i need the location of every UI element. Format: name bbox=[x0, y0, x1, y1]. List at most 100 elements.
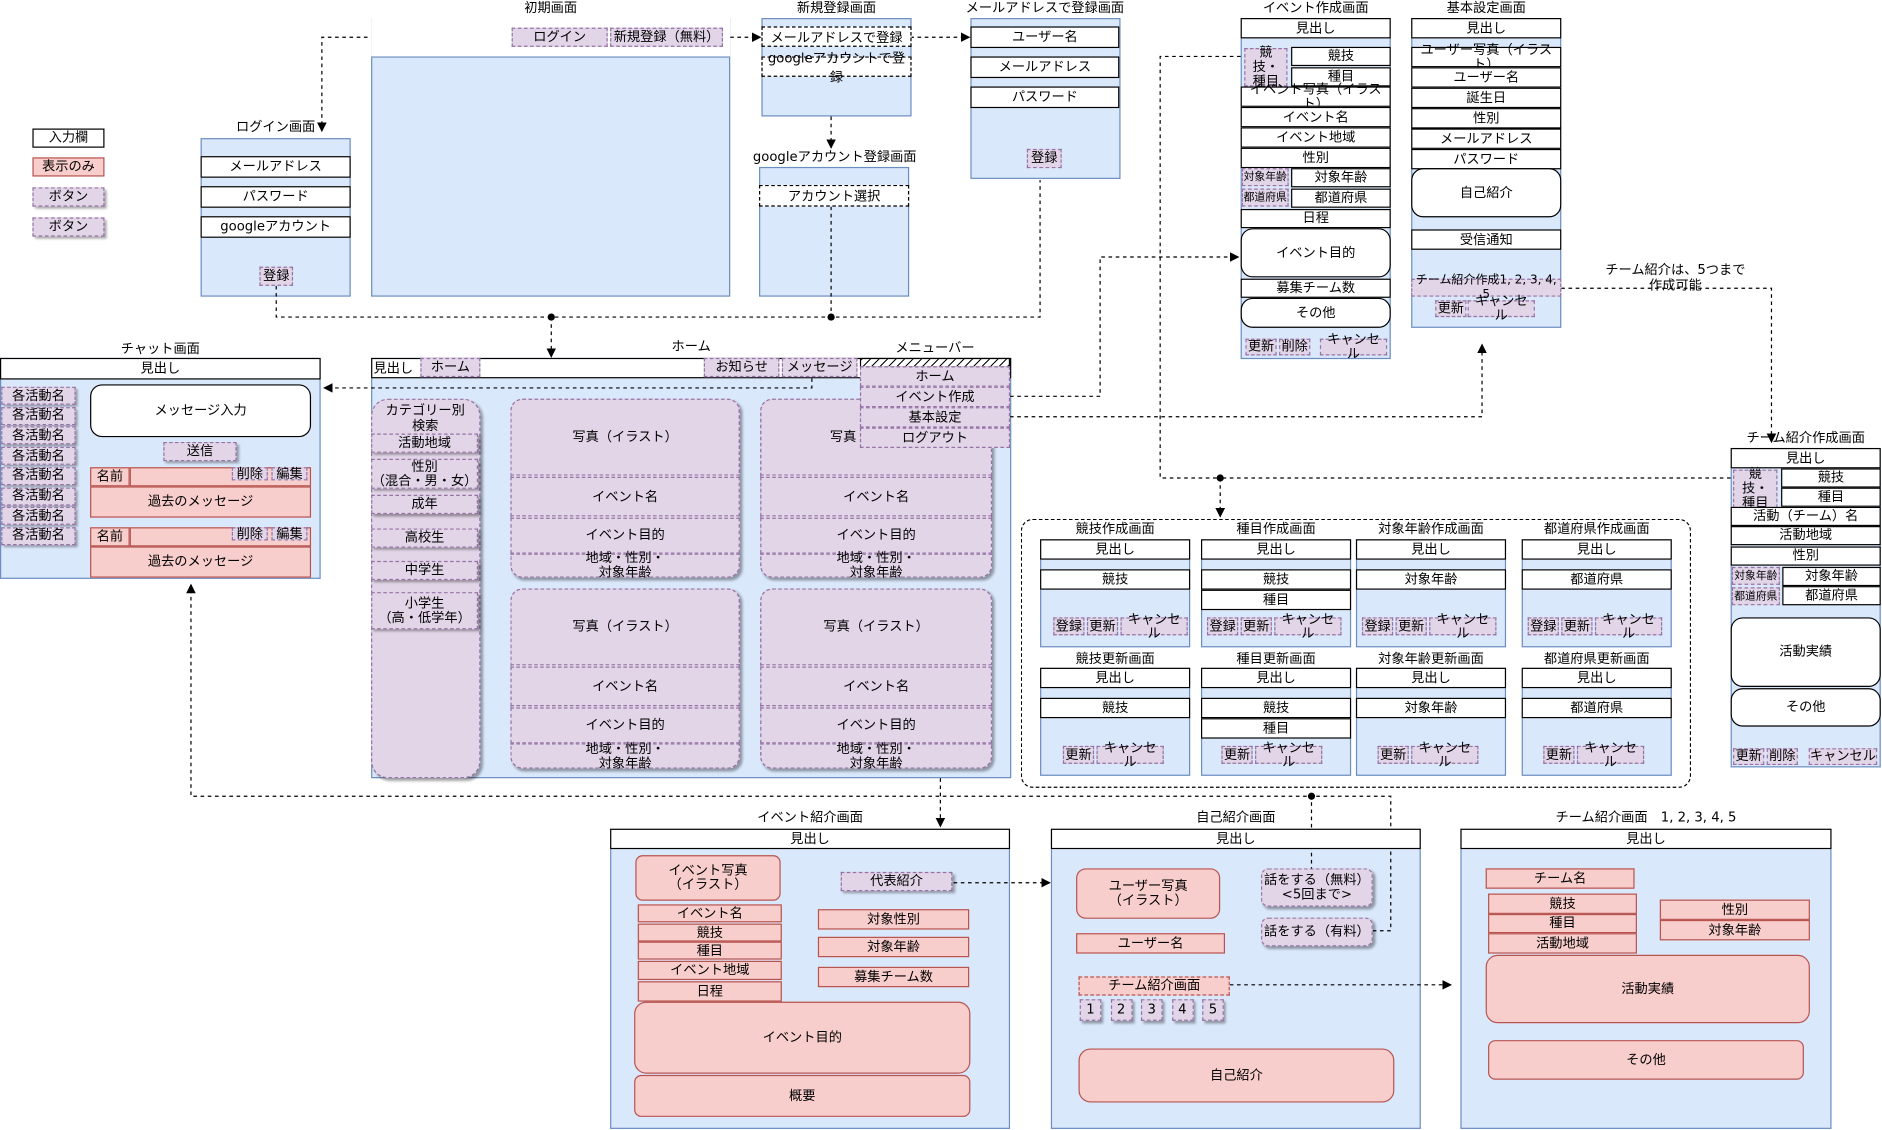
activity-item[interactable]: 各活動名 bbox=[1, 406, 76, 425]
user-photo-field[interactable]: ユーザー写真（イラスト） bbox=[1411, 42, 1562, 71]
password-field[interactable]: パスワード bbox=[970, 86, 1120, 109]
delete-button[interactable]: 削除 bbox=[231, 526, 268, 541]
cancel-button[interactable]: キャンセル bbox=[1120, 611, 1188, 640]
middleschool-filter[interactable]: 中学生 bbox=[371, 560, 478, 581]
cancel-button[interactable]: キャンセル bbox=[1411, 740, 1479, 769]
sport-field[interactable]: 競技 bbox=[1201, 697, 1352, 719]
gender-field[interactable]: 性別 bbox=[1730, 546, 1881, 566]
delete-button[interactable]: 削除 bbox=[1279, 338, 1311, 356]
update-button[interactable]: 更新 bbox=[1395, 617, 1427, 636]
send-button[interactable]: 送信 bbox=[163, 441, 237, 462]
cancel-button[interactable]: キャンセル bbox=[1467, 294, 1535, 322]
heading-field[interactable]: 見出し bbox=[1040, 539, 1191, 560]
cancel-button[interactable]: キャンセル bbox=[1594, 611, 1663, 640]
message-button[interactable]: メッセージ bbox=[781, 357, 858, 378]
record-field[interactable]: 活動実績 bbox=[1730, 617, 1881, 687]
cancel-button[interactable]: キャンセル bbox=[1576, 740, 1645, 769]
pref-button[interactable]: 都道府県 bbox=[1731, 587, 1780, 606]
cancel-button[interactable]: キャンセル bbox=[1274, 611, 1342, 640]
pref-field[interactable]: 都道府県 bbox=[1521, 697, 1672, 719]
message-input[interactable]: メッセージ入力 bbox=[90, 384, 312, 438]
type-field[interactable]: 種目 bbox=[1291, 67, 1391, 87]
register-button[interactable]: 登録 bbox=[1527, 617, 1559, 636]
age-field[interactable]: 対象年齢 bbox=[1355, 569, 1507, 590]
event-photo-field[interactable]: イベント写真（イラスト） bbox=[1240, 82, 1391, 110]
register-button[interactable]: 登録 bbox=[1053, 617, 1085, 636]
heading-field[interactable]: 見出し bbox=[1521, 539, 1672, 560]
password-field[interactable]: パスワード bbox=[200, 186, 351, 208]
activity-item[interactable]: 各活動名 bbox=[1, 527, 76, 546]
password-field[interactable]: パスワード bbox=[1411, 148, 1562, 170]
age-button[interactable]: 対象年齢 bbox=[1241, 168, 1289, 187]
elementary-filter[interactable]: 小学生 （高・低学年） bbox=[371, 592, 478, 630]
date-field[interactable]: 日程 bbox=[1240, 208, 1391, 229]
team-number-button[interactable]: 5 bbox=[1202, 999, 1224, 1021]
sport-type-button[interactable]: 競技・種目 bbox=[1733, 467, 1778, 510]
heading-field[interactable]: 見出し bbox=[1521, 667, 1672, 689]
update-button[interactable]: 更新 bbox=[1543, 745, 1575, 764]
sport-type-button[interactable]: 競技・種目 bbox=[1244, 45, 1288, 88]
activity-item[interactable]: 各活動名 bbox=[1, 466, 76, 485]
register-button[interactable]: 登録 bbox=[1361, 617, 1394, 636]
cancel-button[interactable]: キャンセル bbox=[1429, 611, 1497, 640]
register-button[interactable]: 登録 bbox=[1026, 148, 1062, 169]
highschool-filter[interactable]: 高校生 bbox=[371, 528, 478, 548]
other-field[interactable]: その他 bbox=[1730, 688, 1881, 727]
other-field[interactable]: その他 bbox=[1240, 297, 1391, 328]
sport-field[interactable]: 競技 bbox=[1781, 468, 1881, 488]
email-field[interactable]: メールアドレス bbox=[970, 56, 1120, 79]
update-button[interactable]: 更新 bbox=[1435, 300, 1467, 318]
update-button[interactable]: 更新 bbox=[1245, 338, 1277, 356]
age-field[interactable]: 対象年齢 bbox=[1782, 566, 1881, 587]
google-account-field[interactable]: googleアカウント bbox=[200, 216, 351, 238]
google-signup-button[interactable]: googleアカウントで登録 bbox=[761, 50, 912, 85]
gender-field[interactable]: 性別 bbox=[1240, 147, 1391, 169]
pref-field[interactable]: 都道府県 bbox=[1782, 586, 1881, 606]
pref-button[interactable]: 都道府県 bbox=[1241, 188, 1289, 207]
edit-button[interactable]: 編集 bbox=[271, 526, 308, 541]
type-field[interactable]: 種目 bbox=[1201, 718, 1352, 739]
update-button[interactable]: 更新 bbox=[1221, 745, 1253, 764]
delete-button[interactable]: 削除 bbox=[231, 466, 268, 481]
login-button[interactable]: ログイン bbox=[511, 27, 608, 47]
self-intro-field[interactable]: 自己紹介 bbox=[1411, 168, 1562, 218]
team-number-button[interactable]: 2 bbox=[1110, 999, 1132, 1021]
heading-field[interactable]: 見出し bbox=[1240, 18, 1391, 39]
cancel-button[interactable]: キャンセル bbox=[1808, 748, 1878, 766]
register-button[interactable]: 登録 bbox=[1207, 617, 1239, 636]
cancel-button[interactable]: キャンセル bbox=[1096, 740, 1164, 769]
delete-button[interactable]: 削除 bbox=[1766, 748, 1798, 766]
sport-field[interactable]: 競技 bbox=[1040, 569, 1191, 590]
event-purpose-field[interactable]: イベント目的 bbox=[1240, 228, 1391, 278]
heading-field[interactable]: 見出し bbox=[0, 357, 321, 380]
update-button[interactable]: 更新 bbox=[1733, 748, 1765, 766]
update-button[interactable]: 更新 bbox=[1240, 617, 1272, 636]
menu-item-event-create[interactable]: イベント作成 bbox=[859, 386, 1011, 408]
email-field[interactable]: メールアドレス bbox=[200, 156, 351, 178]
cancel-button[interactable]: キャンセル bbox=[1319, 332, 1388, 361]
username-field[interactable]: ユーザー名 bbox=[1411, 67, 1562, 88]
gender-field[interactable]: 性別 bbox=[1411, 108, 1562, 129]
signup-button[interactable]: 新規登録（無料） bbox=[610, 27, 724, 47]
heading-field[interactable]: 見出し bbox=[1355, 667, 1507, 689]
team-number-button[interactable]: 3 bbox=[1140, 999, 1163, 1021]
activity-item[interactable]: 各活動名 bbox=[1, 507, 76, 526]
age-field[interactable]: 対象年齢 bbox=[1291, 168, 1391, 188]
birthday-field[interactable]: 誕生日 bbox=[1411, 87, 1562, 109]
sport-field[interactable]: 競技 bbox=[1040, 697, 1191, 719]
sport-field[interactable]: 競技 bbox=[1291, 46, 1391, 67]
type-field[interactable]: 種目 bbox=[1201, 589, 1352, 611]
activity-area-field[interactable]: 活動地域 bbox=[1730, 526, 1881, 546]
activity-item[interactable]: 各活動名 bbox=[1, 426, 76, 445]
type-field[interactable]: 種目 bbox=[1781, 487, 1881, 507]
heading-field[interactable]: 見出し bbox=[1411, 18, 1562, 39]
email-signup-button[interactable]: メールアドレスで登録 bbox=[761, 26, 912, 47]
heading-field[interactable]: 見出し bbox=[1201, 539, 1352, 560]
menu-item-home[interactable]: ホーム bbox=[859, 366, 1011, 387]
account-select-button[interactable]: アカウント選択 bbox=[759, 184, 910, 207]
notification-field[interactable]: 受信通知 bbox=[1411, 229, 1562, 250]
sport-field[interactable]: 競技 bbox=[1201, 569, 1352, 590]
username-field[interactable]: ユーザー名 bbox=[970, 26, 1120, 49]
notice-button[interactable]: お知らせ bbox=[703, 357, 780, 378]
email-field[interactable]: メールアドレス bbox=[1411, 128, 1562, 149]
